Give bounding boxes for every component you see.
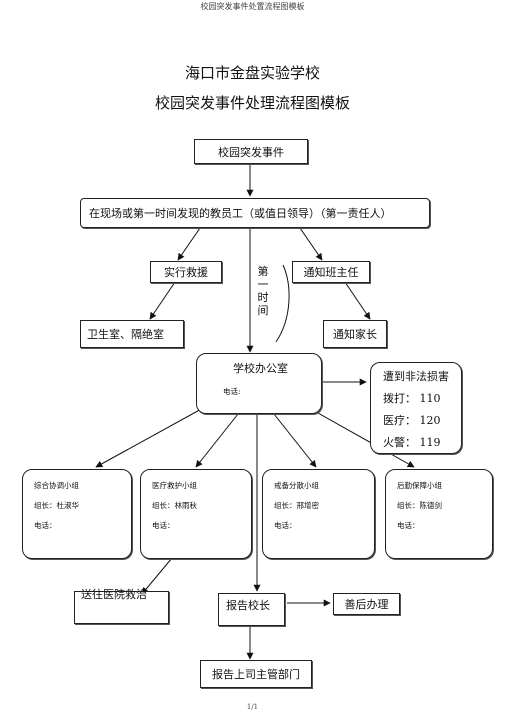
group-phone: 电话： [34, 521, 57, 530]
node-rescue-label: 实行救援 [164, 266, 208, 279]
label-first-time: 第一时间 [257, 265, 269, 317]
emergency-title: 遭到非法损害 [383, 370, 449, 383]
group-security: 戒备分散小组 组长：邢增密 电话： [262, 469, 375, 559]
group-leader: 组长：杜淑华 [34, 501, 79, 510]
node-campus-emergency-label: 校园突发事件 [218, 145, 284, 159]
group-phone: 电话： [152, 521, 175, 530]
edge-notify-parent [344, 281, 371, 320]
edge-office-group1 [95, 401, 215, 468]
group-phone: 电话： [274, 521, 297, 530]
node-report-principal-label: 报告校长 [226, 599, 270, 612]
node-rescue: 实行救援 [150, 261, 222, 283]
group-name: 综合协调小组 [34, 481, 79, 490]
group-name: 后勤保障小组 [397, 481, 442, 490]
edge-discoverer-rescue [177, 227, 201, 261]
group-logistics: 后勤保障小组 组长：陈德剑 电话： [385, 469, 493, 559]
group-name: 戒备分散小组 [274, 481, 319, 490]
group-leader: 组长：陈德剑 [397, 501, 442, 510]
edge-discoverer-notify [299, 227, 323, 261]
node-clinic-label: 卫生室、隔绝室 [87, 328, 164, 341]
node-report-principal: 报告校长 [218, 593, 285, 626]
node-notify-homeroom-label: 通知班主任 [303, 266, 359, 279]
node-hospital-label: 送往医院救治 [81, 588, 147, 601]
node-school-office: 学校办公室 电话: [196, 353, 322, 414]
node-aftermath-label: 善后办理 [344, 598, 389, 611]
group-leader: 组长：邢增密 [274, 501, 319, 510]
node-notify-parents-label: 通知家长 [333, 328, 377, 341]
node-hospital: 送往医院救治 [74, 588, 169, 624]
title-flowchart: 校园突发事件处理流程图模板 [154, 94, 350, 112]
node-school-office-label: 学校办公室 [233, 362, 288, 375]
node-emergency-calls: 遭到非法损害 拨打： 110 医疗： 120 火警： 119 [370, 362, 462, 454]
node-notify-homeroom: 通知班主任 [292, 261, 370, 283]
group-medical: 医疗救护小组 组长：林雨秋 电话： [140, 469, 252, 559]
title-school: 海口市金盘实验学校 [184, 64, 320, 82]
group-phone: 电话： [397, 521, 420, 530]
edge-office-group4 [301, 403, 415, 468]
group-name: 医疗救护小组 [152, 481, 197, 490]
emergency-fire: 火警： 119 [383, 436, 441, 449]
node-school-office-phone: 电话: [223, 387, 241, 396]
page-header: 校园突发事件处置流程图模板 [200, 2, 305, 11]
node-aftermath: 善后办理 [333, 593, 400, 615]
node-campus-emergency: 校园突发事件 [194, 139, 308, 164]
first-time-bracket [275, 264, 290, 343]
node-first-responder-label: 在现场或第一时间发现的教员工（或值日领导）（第一责任人） [89, 207, 392, 220]
node-report-superior: 报告上司主管部门 [200, 660, 312, 688]
edge-group2-hospital [141, 557, 173, 595]
node-notify-parents: 通知家长 [323, 320, 387, 348]
page-number: 1/1 [246, 703, 259, 711]
edge-office-group2 [195, 413, 239, 468]
edge-office-group3 [273, 413, 317, 468]
emergency-police: 拨打： 110 [383, 392, 441, 405]
node-first-responder: 在现场或第一时间发现的教员工（或值日领导）（第一责任人） [80, 198, 430, 228]
node-clinic: 卫生室、隔绝室 [80, 320, 184, 348]
group-leader: 组长：林雨秋 [152, 501, 197, 510]
emergency-medical: 医疗： 120 [383, 414, 441, 427]
edge-rescue-clinic [149, 281, 176, 320]
group-coordination: 综合协调小组 组长：杜淑华 电话： [22, 469, 132, 559]
node-report-superior-label: 报告上司主管部门 [212, 668, 300, 681]
